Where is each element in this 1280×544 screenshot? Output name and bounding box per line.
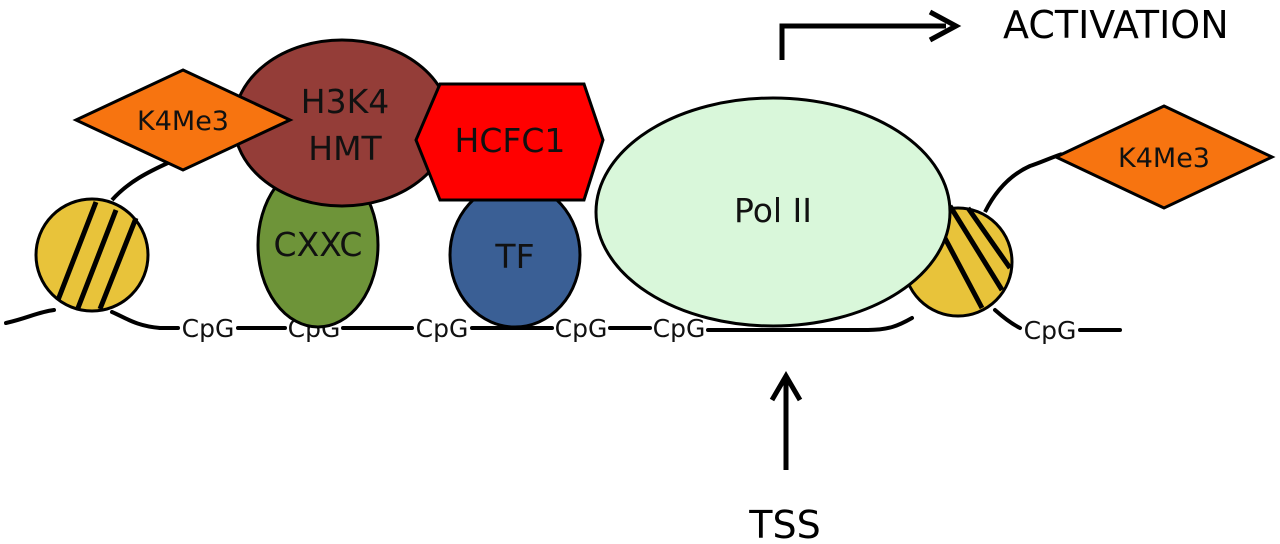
k4me3-right-label: K4Me3 [1118, 143, 1210, 174]
activation-arrow [779, 9, 962, 60]
tf-protein: TF [448, 181, 582, 329]
left-tether-line [110, 160, 171, 202]
cpg-label: CpG [182, 314, 235, 343]
cpg-label: CpG [1024, 316, 1077, 345]
hmt-label: HMT [308, 129, 382, 168]
tf-label: TF [494, 237, 534, 276]
activation-label: ACTIVATION [1003, 3, 1229, 47]
hcfc1-label: HCFC1 [455, 121, 566, 160]
pol-ii: Pol II [594, 96, 952, 328]
h3k4-hmt-complex: H3K4 HMT [232, 38, 452, 208]
hcfc1-protein: HCFC1 [414, 82, 605, 202]
cpg-label: CpG [555, 314, 608, 343]
tss-label: TSS [748, 503, 820, 544]
cpg-labels: CpG CpG CpG CpG CpG CpG [182, 314, 1077, 345]
k4me3-mark-right: K4Me3 [1052, 104, 1276, 210]
tss-arrow [769, 371, 803, 470]
cpg-label: CpG [653, 314, 706, 343]
k4me3-mark-left: K4Me3 [72, 68, 294, 172]
right-tether-line [983, 152, 1063, 213]
cpg-label: CpG [416, 314, 469, 343]
h3k4-label: H3K4 [301, 82, 389, 121]
nucleosome-left [34, 197, 150, 313]
k4me3-left-label: K4Me3 [137, 106, 229, 137]
cxxc-label: CXXC [274, 225, 363, 264]
pol-ii-label: Pol II [734, 191, 812, 230]
